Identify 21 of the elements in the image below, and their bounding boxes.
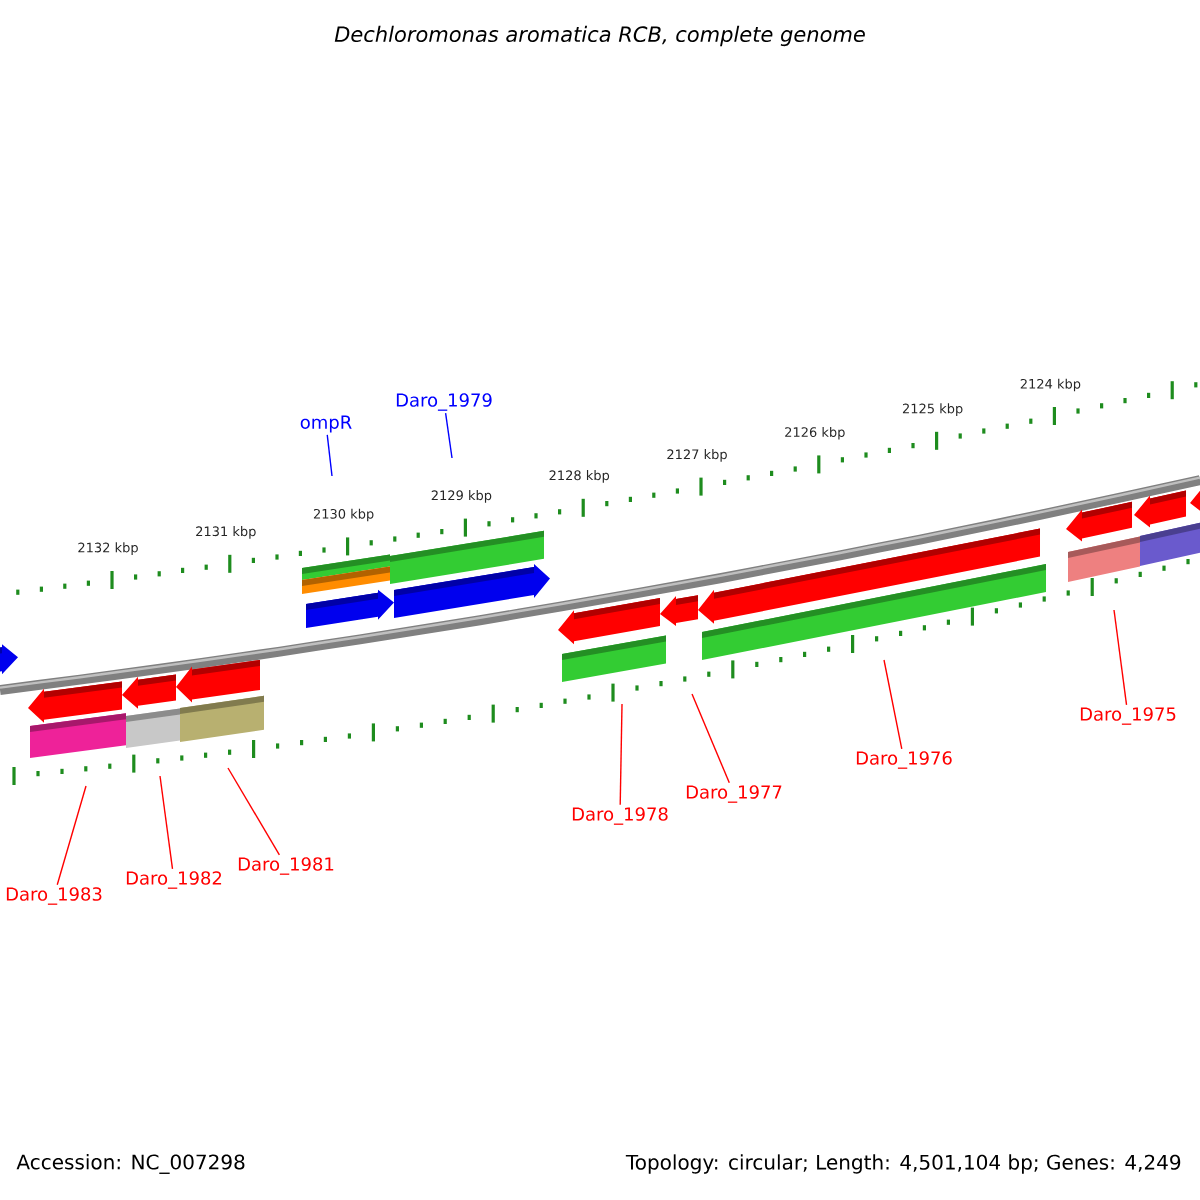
leader-line [326,434,333,477]
gene-label: Daro_1978 [572,807,668,825]
title: Dechloromonas aromatica RCB, complete genome [334,25,865,47]
gene-label: Daro_1981 [238,857,334,875]
gene-label: Daro_1979 [396,393,492,411]
leader-line [883,659,903,750]
leader-line [444,412,453,459]
gene-label: Daro_1975 [1080,707,1176,725]
gene-label: Daro_1977 [686,785,782,803]
leader-line [619,703,623,806]
gene-label: Daro_1982 [126,871,222,889]
leader-line [56,785,87,886]
accession-text: Accession: NC_007298 [16,1154,245,1174]
leader-line [1113,609,1128,706]
gene-label: ompR [300,415,352,433]
gene-label: Daro_1983 [6,887,102,905]
leader-line [691,693,730,784]
gene-label: Daro_1976 [856,751,952,769]
leader-line [159,775,174,870]
genome-info-text: Topology: circular; Length: 4,501,104 bp; Genes: 4,249 [625,1154,1181,1174]
leader-line [227,767,281,856]
